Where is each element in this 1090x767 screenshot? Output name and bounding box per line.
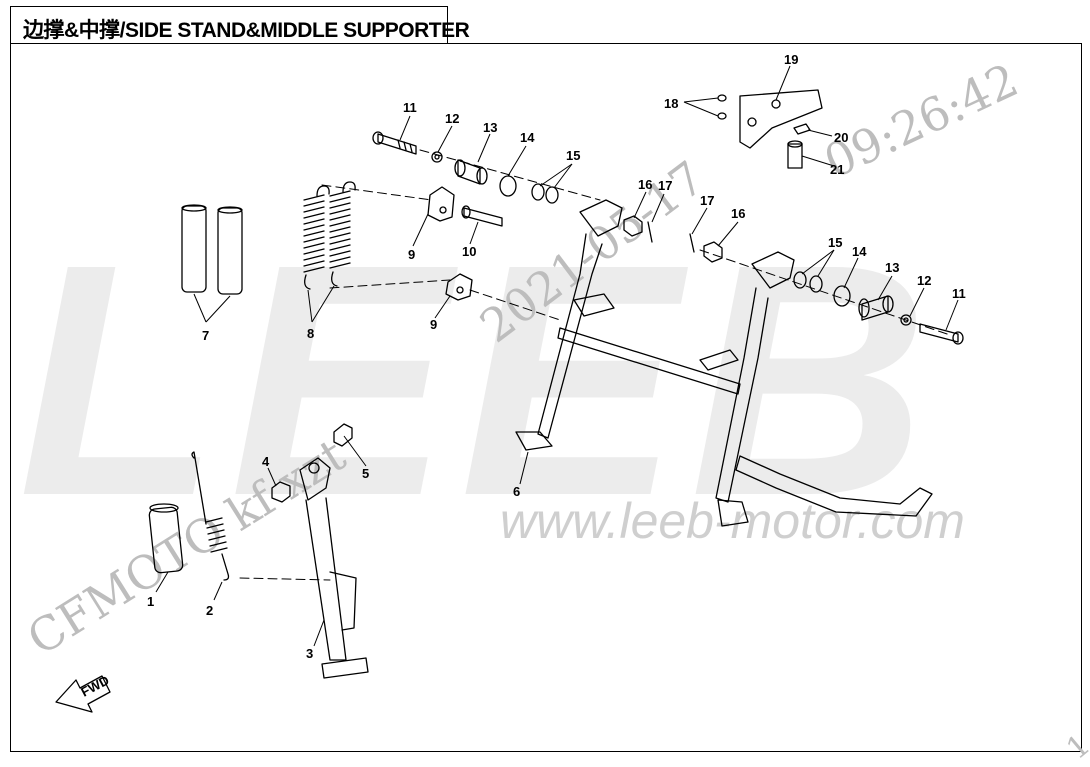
- callout-15-right: 15: [828, 235, 842, 250]
- callout-16-left: 16: [638, 177, 652, 192]
- diagram-frame: [10, 43, 1082, 752]
- callout-12-right: 12: [917, 273, 931, 288]
- callout-14-right: 14: [852, 244, 867, 259]
- callout-3: 3: [306, 646, 313, 661]
- callout-13-right: 13: [885, 260, 899, 275]
- callout-15-left: 15: [566, 148, 580, 163]
- callout-12-left: 12: [445, 111, 459, 126]
- page-title: 边撑&中撑/SIDE STAND&MIDDLE SUPPORTER: [23, 19, 470, 42]
- pivot-pin: [461, 205, 503, 227]
- fwd-arrow-icon: [55, 675, 111, 713]
- callout-6: 6: [513, 484, 520, 499]
- castle-nuts-and-cotter-pins: [623, 215, 723, 263]
- callout-5: 5: [362, 466, 369, 481]
- callout-2: 2: [206, 603, 213, 618]
- callout-1: 1: [147, 594, 154, 609]
- callout-14-left: 14: [520, 130, 535, 145]
- callout-17-right: 17: [700, 193, 714, 208]
- callout-numbers: 1 2 3 4 5 6 7 8 9 9 10 11 11 12 12 13 13…: [147, 52, 966, 661]
- callout-21: 21: [830, 162, 844, 177]
- callout-16-right: 16: [731, 206, 745, 221]
- callout-11-right: 11: [952, 286, 966, 301]
- stand-bracket-assembly: [717, 89, 823, 169]
- spring-sleeves: [181, 204, 243, 295]
- callout-11-left: 11: [403, 100, 417, 115]
- middle-stand: [515, 199, 933, 527]
- title-box: 边撑&中撑/SIDE STAND&MIDDLE SUPPORTER: [10, 6, 470, 44]
- right-pivot-hardware: [793, 271, 964, 345]
- center-stand-springs: [303, 181, 356, 290]
- fwd-label: FWD: [78, 673, 111, 700]
- callout-10: 10: [462, 244, 476, 259]
- callout-13-left: 13: [483, 120, 497, 135]
- callout-7: 7: [202, 328, 209, 343]
- callout-8: 8: [307, 326, 314, 341]
- callout-19: 19: [784, 52, 798, 67]
- side-stand-sleeve-and-spring: [148, 451, 230, 581]
- callout-17-left: 17: [658, 178, 672, 193]
- callout-20: 20: [834, 130, 848, 145]
- leader-lines: [155, 65, 959, 647]
- assembly-lines: [239, 149, 951, 581]
- callout-9-upper: 9: [408, 247, 415, 262]
- side-stand: [271, 423, 369, 679]
- callout-18: 18: [664, 96, 678, 111]
- callout-4: 4: [262, 454, 270, 469]
- callout-9-lower: 9: [430, 317, 437, 332]
